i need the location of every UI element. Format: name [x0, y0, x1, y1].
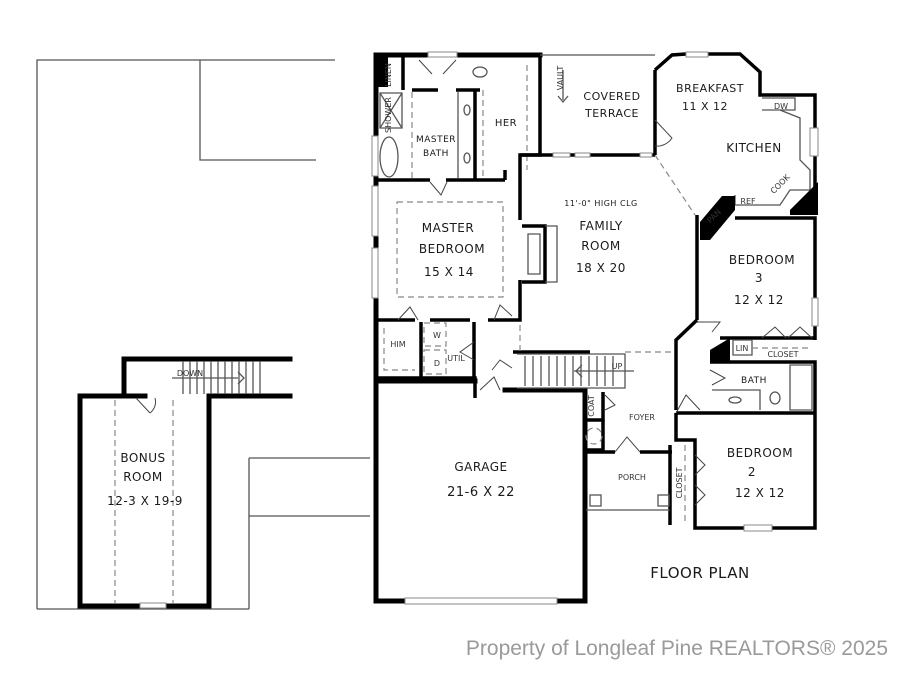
- dryer-label: D: [434, 359, 440, 368]
- terrace-name-2: TERRACE: [584, 107, 639, 120]
- him-closet-label: HIM: [390, 340, 405, 349]
- bonus-stairs-label: DOWN: [177, 369, 203, 378]
- kitchen-name: KITCHEN: [726, 141, 782, 155]
- shower-label: SHOWER: [384, 97, 393, 133]
- family-room-name-2: ROOM: [581, 239, 621, 253]
- bedroom3-closet-label: CLOSET: [767, 350, 798, 359]
- terrace-name-1: COVERED: [583, 90, 640, 103]
- bonus-room-name-1: BONUS: [120, 451, 165, 465]
- master-bath-name-1: MASTER: [416, 135, 456, 145]
- bedroom2-name-1: BEDROOM: [727, 446, 793, 460]
- bonus-stairs: [172, 361, 261, 394]
- refrigerator-label: REF: [740, 197, 756, 206]
- bedroom2-size: 12 X 12: [735, 486, 785, 500]
- bedroom3-name-2: 3: [755, 271, 763, 285]
- garage-size: 21-6 X 22: [447, 485, 515, 500]
- family-room-ceiling: 11'-0" HIGH CLG: [564, 199, 637, 208]
- bonus-room-name-2: ROOM: [123, 470, 163, 484]
- her-closet-label: HER: [495, 118, 517, 129]
- linen-closet-label: LIN: [736, 344, 749, 353]
- dishwasher-label: DW: [774, 102, 788, 111]
- bedroom3-size: 12 X 12: [734, 293, 784, 307]
- bonus-room: DOWN BONUS ROOM 12-3 X 19-9: [77, 356, 293, 609]
- bath-label: BATH: [741, 376, 767, 386]
- master-bedroom-name-1: MASTER: [422, 221, 474, 235]
- master-bedroom-size: 15 X 14: [424, 265, 474, 279]
- bedroom3-name-1: BEDROOM: [729, 253, 795, 267]
- family-room-name-1: FAMILY: [579, 219, 622, 233]
- washer-label: W: [433, 331, 441, 340]
- linen-label: LINEN: [384, 63, 393, 87]
- main-stairs: [517, 353, 634, 389]
- family-room-size: 18 X 20: [576, 261, 626, 275]
- porch-label: PORCH: [618, 473, 646, 482]
- main-floor: LINEN SHOWER MASTER BATH HER MASTER BEDR…: [371, 51, 819, 605]
- master-bedroom-name-2: BEDROOM: [419, 242, 485, 256]
- vault-label: VAULT: [556, 66, 565, 91]
- bedroom2-closet-label: CLOSET: [675, 467, 684, 498]
- master-bath-name-2: BATH: [423, 149, 449, 159]
- utility-label: UTIL: [447, 354, 465, 363]
- watermark: Property of Longleaf Pine REALTORS® 2025: [465, 637, 888, 660]
- breakfast-size: 11 X 12: [682, 100, 728, 113]
- bedroom2-name-2: 2: [748, 465, 756, 479]
- stairs-up-label: UP: [612, 362, 623, 371]
- breakfast-name: BREAKFAST: [676, 82, 744, 95]
- upper-level-outline: [36, 59, 370, 610]
- garage-name: GARAGE: [454, 460, 507, 474]
- bonus-room-size: 12-3 X 19-9: [107, 494, 183, 508]
- floor-plan-title: FLOOR PLAN: [650, 564, 749, 582]
- coat-closet-label: COAT: [587, 395, 596, 417]
- foyer-label: FOYER: [629, 413, 655, 422]
